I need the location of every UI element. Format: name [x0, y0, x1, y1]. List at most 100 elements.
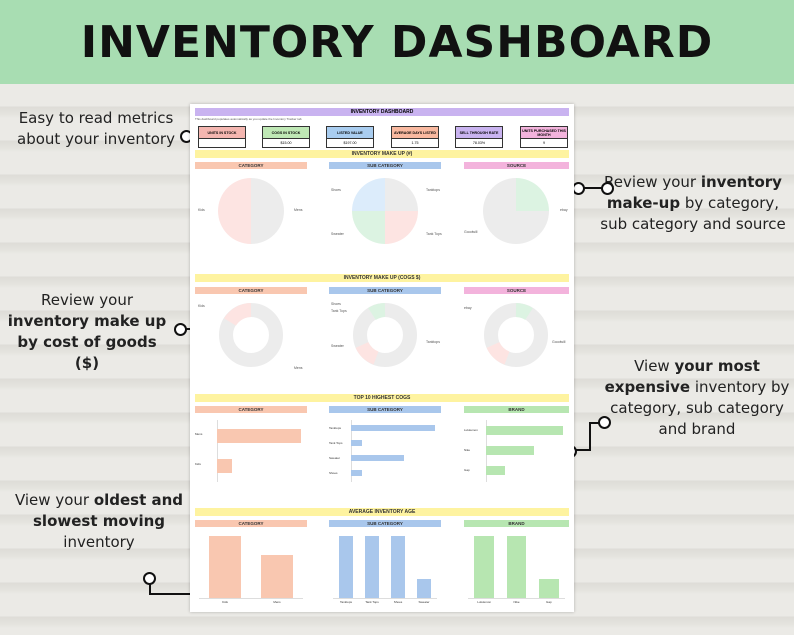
- callout-expensive-line-h2: [572, 449, 591, 451]
- metric-value: 1.75: [392, 139, 438, 147]
- metric-label: SELL THROUGH RATE: [456, 127, 502, 139]
- bar: [506, 536, 527, 598]
- callout-expensive-post: inventory by category, sub category and …: [610, 378, 790, 438]
- sheet-subtitle: This dashboard populates automatically a…: [195, 117, 302, 121]
- donut-slice-sweater: [355, 341, 379, 365]
- pie1-label-mens: Mens: [294, 208, 303, 212]
- pie2-label-tank-tops: Tank Tops: [426, 232, 442, 236]
- donut2-label-sweater: Sweater: [331, 344, 344, 348]
- pie-slice-shoes: [352, 178, 385, 211]
- metric-value: $15.00: [263, 139, 309, 147]
- bar: [209, 536, 241, 598]
- callout-expensive-bold: your most expensive: [604, 357, 760, 396]
- metric-card: UNITS IN STOCK: [198, 126, 246, 148]
- bar: [351, 439, 362, 447]
- callout-expensive-pre: View: [634, 357, 675, 375]
- callout-cogs: Review your inventory make up by cost of…: [4, 290, 170, 374]
- section-makeup-units: INVENTORY MAKE UP (#): [195, 150, 569, 158]
- bar-category-label: Gap: [464, 468, 470, 472]
- pie-slice-tank-tops: [385, 211, 418, 244]
- bar-category-label: Shoes: [329, 471, 338, 475]
- callout-makeup-line: [578, 187, 606, 189]
- bar-axis: [217, 420, 218, 482]
- pie2-label-sweater: Sweater: [331, 232, 344, 236]
- bar-category-label: Nike: [464, 448, 471, 452]
- donut-slice-shoes: [368, 303, 386, 321]
- bar: [474, 536, 494, 598]
- pie-subcategory-units: [352, 178, 418, 244]
- callout-makeup-dot-right: [601, 182, 614, 195]
- bar-category-label: Kids: [222, 600, 228, 604]
- hdr-category-2: CATEGORY: [195, 287, 307, 294]
- bar: [539, 579, 559, 598]
- bar: [261, 554, 293, 598]
- pie-slice-mens: [251, 178, 284, 244]
- donut3-label-goodwill: Goodwill: [552, 340, 566, 344]
- hdr-subcategory-4: SUB CATEGORY: [329, 520, 441, 527]
- bar-axis: [333, 598, 437, 599]
- pie-slice-goodwill: [483, 178, 516, 244]
- metric-label: UNITS PURCHASED THIS MONTH: [521, 127, 567, 139]
- donut2-label-tank-tops: Tank Tops: [331, 309, 347, 313]
- callout-oldest: View your oldest and slowest moving inve…: [8, 490, 190, 553]
- hdr-subcategory-3: SUB CATEGORY: [329, 406, 441, 413]
- bar-category-label: Gap: [545, 600, 552, 604]
- section-makeup-cogs: INVENTORY MAKE UP (COGS $): [195, 274, 569, 282]
- dashboard-sheet: INVENTORY DASHBOARD This dashboard popul…: [190, 104, 574, 612]
- bar: [351, 469, 362, 477]
- metric-value: $197.00: [327, 139, 373, 147]
- bar: [486, 466, 506, 475]
- bar-category-label: Sweater: [418, 600, 430, 604]
- hdr-category-1: CATEGORY: [195, 162, 307, 169]
- metric-value: 78.03%: [456, 139, 502, 147]
- pie-category-units: [218, 178, 284, 244]
- metric-card: COGS IN STOCK$15.00: [262, 126, 310, 148]
- bar-category-label: Lululemon: [477, 600, 492, 604]
- bar: [217, 429, 301, 443]
- donut-slice-ebay: [515, 303, 533, 321]
- callout-makeup-post: by category, sub category and source: [600, 194, 786, 233]
- donut-subcategory-cogs: [353, 303, 417, 367]
- pie-slice-ebay: [516, 178, 549, 211]
- bar-axis: [468, 598, 565, 599]
- bar-axis: [351, 420, 352, 482]
- bar: [217, 459, 232, 473]
- bar: [416, 579, 432, 598]
- callout-metrics-text: Easy to read metrics about your inventor…: [17, 109, 175, 148]
- bar-category-label: Kids: [195, 462, 201, 466]
- pie1-label-kids: Kids: [198, 208, 205, 212]
- hdr-brand-3: BRAND: [464, 406, 569, 413]
- hdr-category-3: CATEGORY: [195, 406, 307, 413]
- callout-expensive-line-v: [589, 422, 591, 450]
- hdr-subcategory-1: SUB CATEGORY: [329, 162, 441, 169]
- callout-oldest-line-v: [149, 578, 151, 594]
- callout-expensive-dot-top: [598, 416, 611, 429]
- donut-category-cogs: [219, 303, 283, 367]
- metric-value: 9: [521, 139, 567, 147]
- callout-makeup-bold: inventory make-up: [606, 173, 782, 212]
- pie-slice-kids: [218, 178, 251, 244]
- bar-category-label: Mens: [273, 600, 281, 604]
- bar-category-label: Nike: [513, 600, 520, 604]
- callout-makeup: Review your inventory make-up by categor…: [596, 172, 790, 235]
- section-top-cogs: TOP 10 HIGHEST COGS: [195, 394, 569, 402]
- bar-category-label: Tanktops: [339, 600, 352, 604]
- bar-category-label: Sweater: [329, 456, 341, 460]
- hdr-subcategory-2: SUB CATEGORY: [329, 287, 441, 294]
- bar-axis: [199, 598, 303, 599]
- sheet-title: INVENTORY DASHBOARD: [195, 108, 569, 116]
- bar-chart-category-age: Kids Mens: [195, 532, 307, 606]
- pie-slice-sweater: [352, 211, 385, 244]
- bar: [351, 424, 435, 432]
- section-avg-age: AVERAGE INVENTORY AGE: [195, 508, 569, 516]
- pie-slice-ebay-2: [516, 211, 549, 244]
- donut1-label-mens: Mens: [294, 366, 303, 370]
- donut1-label-kids: Kids: [198, 304, 205, 308]
- callout-oldest-pre: View your: [14, 491, 94, 509]
- bar-category-label: Tanktops: [329, 426, 342, 430]
- bar: [390, 536, 406, 598]
